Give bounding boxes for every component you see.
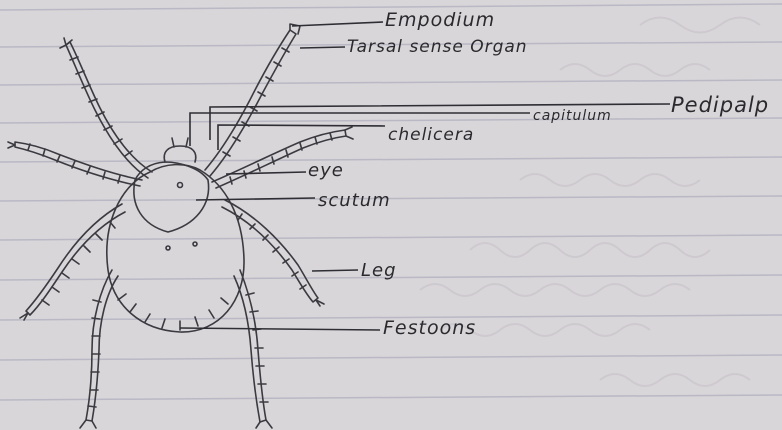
label-tarsal-sense-organ: Tarsal sense Organ	[347, 37, 528, 57]
scutum-shape	[134, 162, 209, 232]
leg-segments	[70, 57, 132, 156]
leg-front-left	[66, 42, 152, 178]
leg-claw	[316, 300, 324, 306]
tick-body-outline	[107, 165, 244, 332]
leg-front-right	[205, 30, 296, 176]
leader-leg	[312, 270, 358, 271]
label-scutum: scutum	[318, 190, 391, 211]
leader-empodium	[292, 22, 383, 26]
leader-lines	[180, 22, 670, 330]
label-eye: eye	[308, 160, 344, 181]
leg-segments	[42, 222, 115, 305]
label-leg: Leg	[361, 260, 397, 281]
leg-third-left	[26, 204, 125, 315]
ruled-lines	[0, 4, 782, 400]
leg-segments	[246, 293, 268, 402]
leg-claw	[80, 420, 96, 428]
leader-tarsal-sense-organ	[300, 47, 345, 48]
body-dot	[193, 242, 197, 246]
leg-claw	[20, 313, 28, 320]
eye-dot	[178, 183, 183, 188]
body-dot	[166, 246, 170, 250]
label-capitulum: capitulum	[533, 108, 612, 124]
label-empodium: Empodium	[385, 9, 495, 31]
leg-fourth-left	[86, 270, 118, 421]
label-festoons: Festoons	[383, 317, 476, 339]
leg-second-left	[15, 142, 142, 186]
label-pedipalp: Pedipalp	[671, 93, 769, 117]
leg-claw	[8, 142, 15, 148]
label-chelicera: chelicera	[388, 125, 474, 145]
leader-festoons	[180, 328, 380, 330]
leg-segments	[223, 48, 289, 156]
capitulum-shape	[164, 146, 196, 162]
leader-eye	[226, 172, 306, 174]
